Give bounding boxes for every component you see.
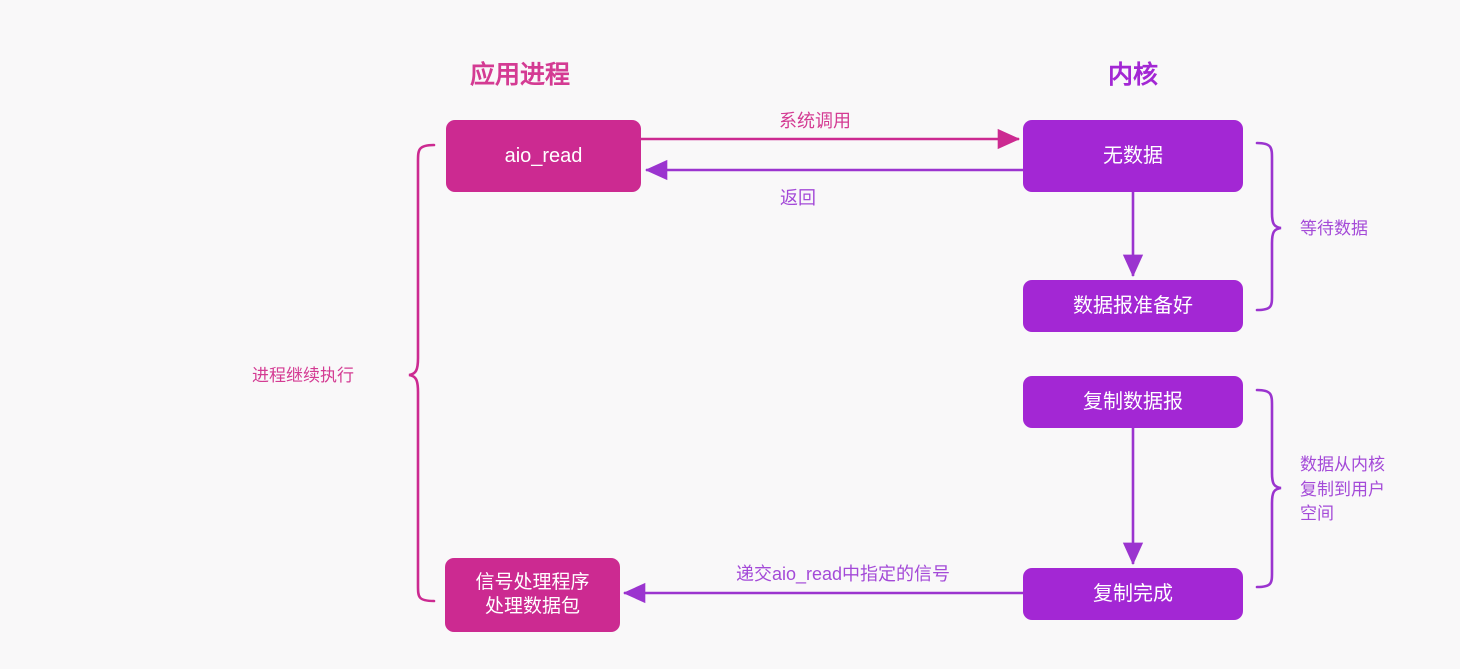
column-title-kernel: 内核 [1107,61,1158,89]
brace-copy-kernel-to-user [1255,388,1282,589]
node-aio-read[interactable]: aio_read [446,120,641,192]
node-copy-datagram[interactable]: 复制数据报 [1023,376,1243,428]
brace-label-process-continues: 进程继续执行 [252,366,354,385]
node-no-data[interactable]: 无数据 [1023,120,1243,192]
brace-process-continues [408,143,436,603]
node-copy-done[interactable]: 复制完成 [1023,568,1243,620]
edge-label-syscall: 系统调用 [779,111,851,131]
brace-label-copy-kernel-to-user: 数据从内核 复制到用户 空间 [1300,455,1385,524]
edge-label-return: 返回 [780,188,816,208]
edge-label-deliver-signal: 递交aio_read中指定的信号 [735,564,951,584]
node-datagram-ready[interactable]: 数据报准备好 [1023,280,1243,332]
brace-label-wait-for-data: 等待数据 [1300,219,1368,238]
node-signal-handler[interactable]: 信号处理程序 处理数据包 [445,558,620,632]
brace-wait-for-data [1255,141,1282,312]
column-title-app: 应用进程 [469,61,570,89]
